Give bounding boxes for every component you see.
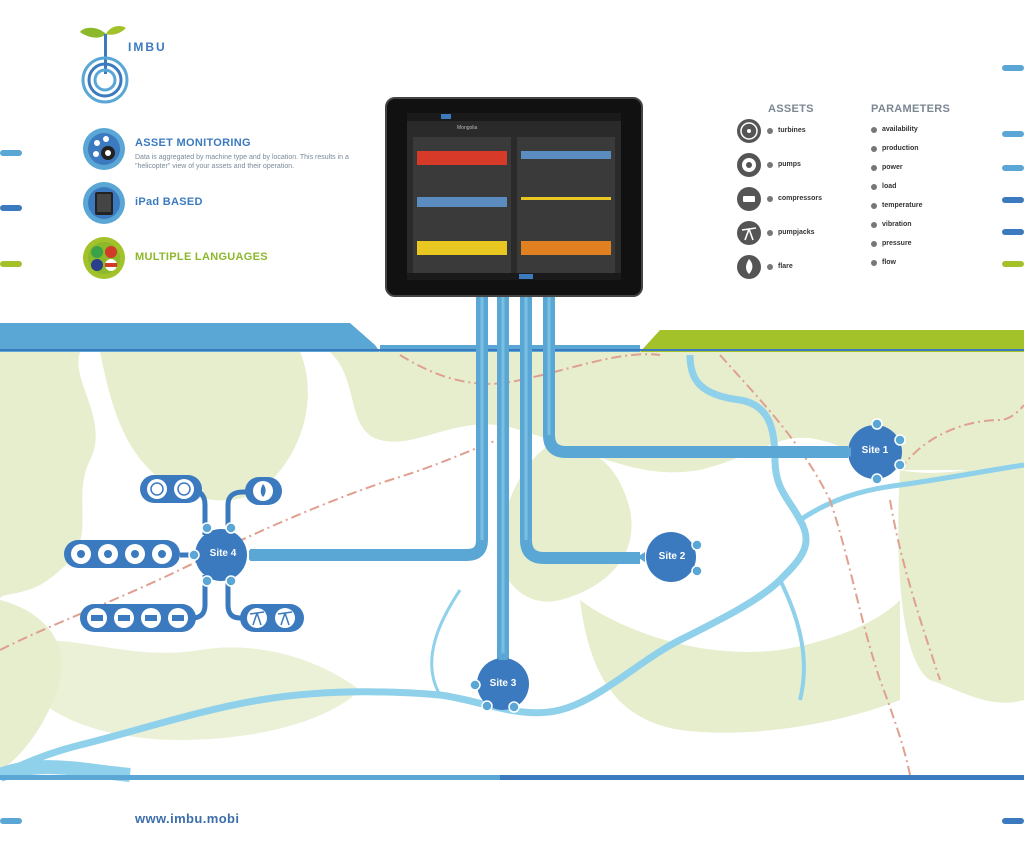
parameter-item: production <box>871 145 919 152</box>
bullet-icon <box>767 161 773 168</box>
bullet-icon <box>767 127 773 134</box>
chart-bar-yellow <box>417 241 507 255</box>
website-link[interactable]: www.imbu.mobi <box>135 811 240 826</box>
monitoring-icon <box>83 128 125 170</box>
logo-text: IMBU <box>128 40 167 54</box>
bullet-icon <box>871 259 877 266</box>
bullet-icon <box>871 164 877 171</box>
site-4-turbines-group[interactable] <box>140 475 202 503</box>
site-1-node[interactable] <box>843 418 906 485</box>
bullet-icon <box>767 229 773 236</box>
flags-icon <box>83 237 125 279</box>
feature-title: ASSET MONITORING <box>135 137 251 149</box>
site-3-node[interactable] <box>469 652 529 713</box>
site-2-node[interactable] <box>637 532 703 582</box>
bottom-tab[interactable] <box>519 274 533 279</box>
site-1-label[interactable]: Site 1 <box>861 445 889 456</box>
feature-title: MULTIPLE LANGUAGES <box>135 251 268 263</box>
site-4-label[interactable]: Site 4 <box>209 548 237 559</box>
chart-line-yellow <box>521 197 611 200</box>
site-4-node[interactable] <box>188 522 257 587</box>
bullet-icon <box>871 221 877 228</box>
bullet-icon <box>871 126 877 133</box>
flare-icon <box>737 255 761 279</box>
screen-panel-left <box>413 137 511 273</box>
chart-bar-blue <box>521 151 611 159</box>
screen-toolbar <box>407 113 621 121</box>
pumpjack-icon <box>737 221 761 245</box>
asset-label: pumpjacks <box>778 229 815 236</box>
ipad-device: Mongolia <box>385 97 643 297</box>
site-4-pumpjacks-group[interactable] <box>240 604 304 632</box>
chart-bar-orange <box>521 241 611 255</box>
bullet-icon <box>767 195 773 202</box>
parameter-item: pressure <box>871 240 912 247</box>
asset-label: flare <box>778 263 793 270</box>
parameters-heading: PARAMETERS <box>871 103 951 115</box>
pump-icon <box>737 153 761 177</box>
parameter-item: vibration <box>871 221 912 228</box>
site-4-compressors-group[interactable] <box>80 604 196 632</box>
parameter-item: power <box>871 164 903 171</box>
site-3-label[interactable]: Site 3 <box>489 678 517 689</box>
asset-item-flare: flare <box>736 254 856 280</box>
logo-icon <box>80 26 129 104</box>
parameter-item: load <box>871 183 896 190</box>
parameter-item: availability <box>871 126 918 133</box>
asset-label: compressors <box>778 195 822 202</box>
asset-label: turbines <box>778 127 806 134</box>
ipad-icon <box>83 182 125 224</box>
parameter-item: flow <box>871 259 896 266</box>
bullet-icon <box>767 263 773 270</box>
site-2-label[interactable]: Site 2 <box>658 551 686 562</box>
bullet-icon <box>871 202 877 209</box>
bullet-icon <box>871 145 877 152</box>
toolbar-tab[interactable] <box>441 114 451 119</box>
asset-item-pumps: pumps <box>736 152 856 178</box>
asset-item-turbines: turbines <box>736 118 856 144</box>
screen-title: Mongolia <box>457 125 478 131</box>
assets-heading: ASSETS <box>768 103 814 115</box>
feature-description: Data is aggregated by machine type and b… <box>135 154 349 170</box>
site-4-pumps-group[interactable] <box>64 540 180 568</box>
asset-label: pumps <box>778 161 801 168</box>
chart-bar-blue <box>417 197 507 207</box>
chart-bar-red <box>417 151 507 165</box>
screen-panel-right <box>517 137 615 273</box>
compressor-icon <box>737 187 761 211</box>
turbine-icon <box>737 119 761 143</box>
parameter-item: temperature <box>871 202 922 209</box>
asset-item-compressors: compressors <box>736 186 856 212</box>
ipad-screen: Mongolia <box>407 113 621 280</box>
imbu-logo: IMBU <box>78 22 168 107</box>
site-4-flare-group[interactable] <box>245 477 282 505</box>
asset-item-pumpjacks: pumpjacks <box>736 220 856 246</box>
feature-title: iPad BASED <box>135 196 203 208</box>
bullet-icon <box>871 183 877 190</box>
screen-bottom-bar <box>407 273 621 280</box>
bullet-icon <box>871 240 877 247</box>
